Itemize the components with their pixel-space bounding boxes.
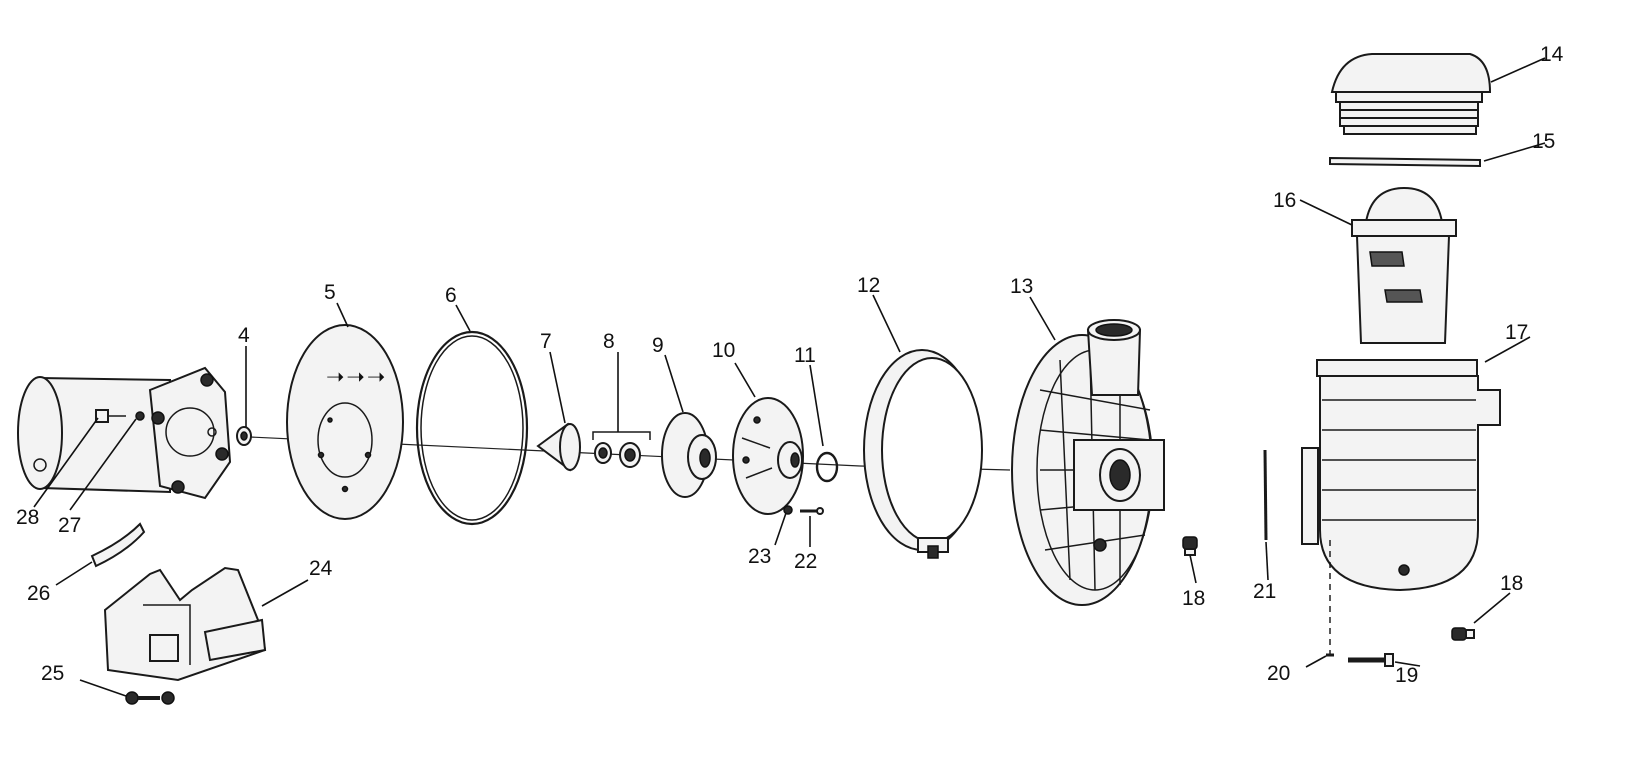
callout-17: 17 (1505, 321, 1528, 344)
callout-22: 22 (794, 550, 817, 573)
rod-21 (1263, 449, 1268, 541)
leader-6 (455, 304, 471, 332)
leader-24 (261, 579, 309, 607)
leader-14 (1490, 57, 1546, 83)
leader-10 (734, 362, 756, 398)
clamp-ring-12 (863, 349, 983, 559)
drain-plug-18-b (1451, 627, 1475, 641)
callout-18-b: 18 (1500, 572, 1523, 595)
leader-20 (1305, 655, 1327, 668)
callout-13: 13 (1010, 275, 1033, 298)
lock-washer-27 (135, 411, 145, 421)
leader-26 (55, 561, 93, 586)
callout-9: 9 (652, 334, 664, 357)
bolt-19 (1348, 653, 1394, 667)
leader-12 (872, 294, 901, 353)
callout-25: 25 (41, 662, 64, 685)
diffuser-10 (732, 397, 804, 515)
callout-27: 27 (58, 514, 81, 537)
seal-plate-5: ➝➝➝ (286, 324, 404, 520)
callout-11: 11 (794, 344, 816, 367)
leader-9 (664, 354, 684, 413)
callout-21: 21 (1253, 580, 1276, 603)
strainer-lid-14 (1330, 53, 1492, 135)
leader-13 (1029, 296, 1056, 341)
strainer-pot-17 (1301, 359, 1501, 592)
callout-15: 15 (1532, 130, 1555, 153)
callout-10: 10 (712, 339, 735, 362)
leader-17 (1484, 336, 1531, 363)
motor (17, 366, 232, 500)
callout-12: 12 (857, 274, 880, 297)
o-ring-6 (415, 330, 529, 526)
screw-25 (125, 691, 175, 705)
callout-5: 5 (324, 281, 336, 304)
slinger-washer-4 (236, 426, 252, 446)
callout-16: 16 (1273, 189, 1296, 212)
washer-23 (783, 505, 793, 515)
leader-18a (1189, 554, 1197, 584)
motor-base-24 (103, 566, 267, 682)
callout-19: 19 (1395, 664, 1418, 687)
leader-11 (809, 364, 824, 447)
callout-28: 28 (16, 506, 39, 529)
pump-housing-13 (1011, 319, 1165, 606)
arrow-marks: ➝➝➝ (326, 364, 387, 389)
leader-25 (79, 679, 127, 697)
leader-21 (1265, 541, 1269, 581)
leader-5 (336, 302, 349, 328)
callout-7: 7 (540, 330, 552, 353)
leader-28 (33, 417, 99, 508)
clip-26 (90, 522, 146, 568)
callout-20: 20 (1267, 662, 1290, 685)
leader-16 (1299, 199, 1353, 226)
leader-18b (1473, 592, 1511, 624)
callout-24: 24 (309, 557, 333, 580)
callout-14: 14 (1540, 43, 1564, 66)
callout-26: 26 (27, 582, 50, 605)
drain-plug-18-a (1182, 536, 1198, 556)
impeller-9 (661, 412, 717, 498)
leader-23 (774, 512, 787, 546)
lid-gasket-15 (1329, 156, 1481, 168)
leader-27 (69, 418, 137, 511)
callout-4: 4 (238, 324, 250, 347)
callout-23: 23 (748, 545, 771, 568)
callout-8: 8 (603, 330, 615, 353)
callout-6: 6 (445, 284, 457, 307)
o-ring-11 (815, 451, 839, 483)
diffuser-cone-7 (536, 422, 581, 472)
callout-18-a: 18 (1182, 587, 1205, 610)
shaft-seal-8 (592, 431, 651, 468)
screw-22 (800, 507, 824, 515)
leader-15 (1483, 142, 1546, 162)
leader-7 (549, 351, 566, 424)
leader-19 (1394, 661, 1421, 667)
strainer-basket-16 (1351, 186, 1457, 344)
motor-bolt-28 (95, 409, 126, 423)
